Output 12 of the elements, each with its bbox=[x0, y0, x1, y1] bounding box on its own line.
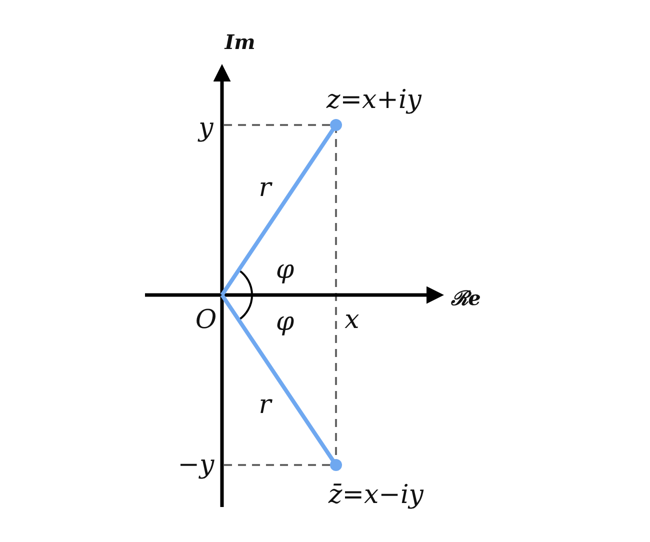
length-label: r bbox=[258, 392, 272, 418]
axis-label: Im bbox=[224, 32, 256, 52]
point-label: z̄=x−iy bbox=[328, 482, 424, 508]
origin-label: O bbox=[195, 307, 217, 333]
point-label: z=x+iy bbox=[326, 87, 422, 113]
tick-label: y bbox=[198, 115, 214, 141]
tick-label: x bbox=[344, 307, 360, 333]
tick-label: −y bbox=[178, 452, 214, 478]
axis-label: ℛe bbox=[451, 288, 481, 308]
angle-label: φ bbox=[276, 257, 294, 283]
length-label: r bbox=[258, 175, 272, 201]
angle-label: φ bbox=[276, 309, 294, 335]
